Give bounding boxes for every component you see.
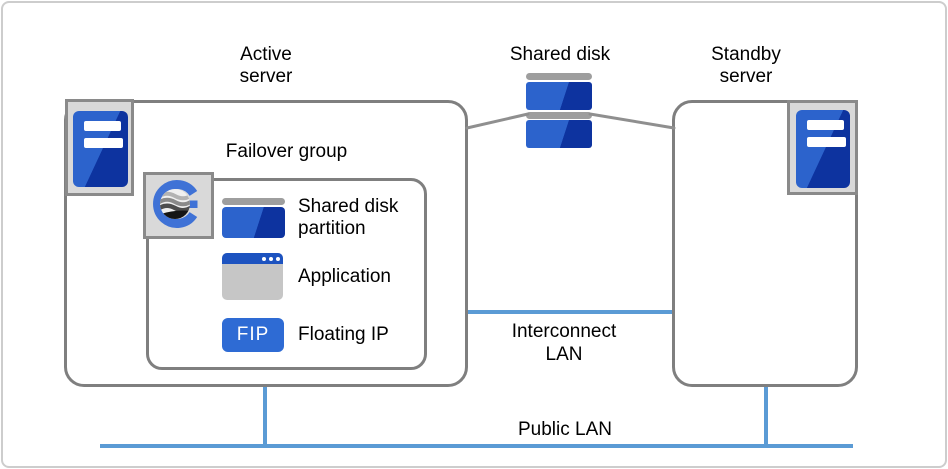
expresscluster-logo-plate (143, 172, 214, 239)
shared-disk-partition-line2: partition (298, 218, 366, 239)
shared-disk-partition-line1: Shared disk (298, 196, 399, 217)
server-tower-icon (73, 111, 128, 187)
standby-server-plate (787, 100, 858, 195)
interconnect-lan-label-line2: LAN (545, 344, 583, 365)
titlebar-dot (262, 257, 266, 261)
application-label: Application (298, 266, 391, 287)
standby-server-label: Standby server (670, 44, 822, 88)
server-slot (807, 137, 846, 147)
interconnect-lan-label: Interconnect LAN (494, 320, 634, 366)
titlebar-dot (269, 257, 273, 261)
server-tower-icon (796, 110, 850, 188)
shared-disk-label: Shared disk (480, 44, 640, 66)
server-slot (807, 120, 844, 130)
titlebar-dot (276, 257, 280, 261)
disk-partition-icon (222, 198, 285, 238)
failover-group-label: Failover group (146, 141, 427, 163)
server-slot (84, 138, 123, 148)
disk-cap (526, 73, 592, 80)
public-lan-label: Public LAN (490, 419, 640, 441)
active-server-label: Active server (64, 44, 468, 88)
interconnect-lan-line (468, 310, 672, 314)
public-lan-label-text: Public LAN (518, 419, 612, 440)
server-slot (84, 121, 121, 131)
standby-server-label-line2: server (719, 66, 773, 87)
expresscluster-logo-icon (153, 180, 198, 228)
standby-public-lan-drop-line (764, 387, 768, 445)
public-lan-line (100, 444, 853, 448)
shared-disk-icon (526, 73, 592, 149)
standby-server-label-line1: Standby (711, 44, 781, 65)
disk-cap (526, 112, 592, 119)
disk-body (526, 120, 592, 148)
active-public-lan-drop-line (263, 387, 267, 445)
application-window-icon (222, 253, 283, 300)
disk-cap (222, 198, 285, 205)
disk-body (222, 207, 285, 238)
active-server-label-line1: Active (240, 44, 292, 65)
active-server-plate (65, 99, 134, 196)
shared-disk-partition-label: Shared disk partition (298, 196, 398, 240)
application-titlebar (222, 253, 283, 264)
shared-disk-label-text: Shared disk (509, 44, 611, 65)
disk-body (526, 82, 592, 110)
failover-group-label-text: Failover group (225, 141, 348, 162)
floating-ip-label: Floating IP (298, 324, 389, 345)
fip-badge: FIP (222, 318, 284, 352)
active-server-label-line2: server (239, 66, 293, 87)
interconnect-lan-label-line1: Interconnect (511, 321, 617, 342)
